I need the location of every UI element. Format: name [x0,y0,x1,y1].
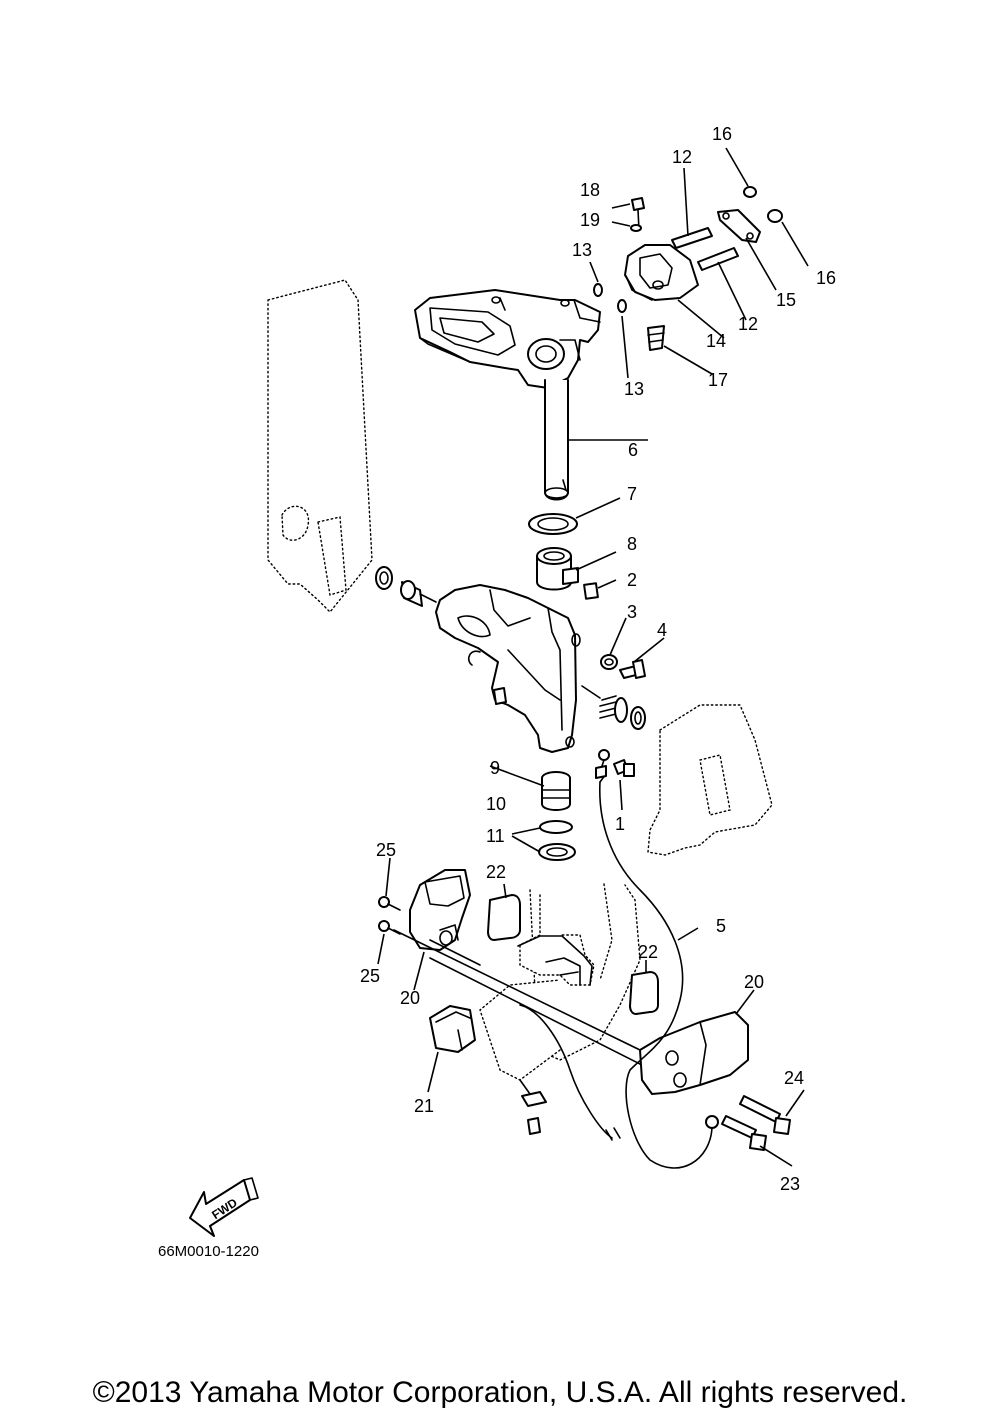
steering-bracket [414,289,601,389]
ground-terminal-upper [595,749,610,783]
callout-3: 3 [627,602,637,622]
callout-22-lower: 22 [638,942,658,962]
thrust-washer [528,513,578,535]
callout-9: 9 [490,758,500,778]
ground-terminal-lower [519,1079,547,1135]
fwd-arrow-icon: FWD [189,1177,259,1237]
washer-19 [630,224,642,232]
grease-nipple [613,759,635,777]
callout-13-upper: 13 [572,240,592,260]
screw-upper [378,896,401,911]
ghost-clamp-bracket-left [267,279,373,614]
ground-lead [519,781,719,1169]
callout-2: 2 [627,570,637,590]
callout-5: 5 [716,916,726,936]
callout-15: 15 [776,290,796,310]
callout-24: 24 [784,1068,804,1088]
steering-shaft [544,379,569,501]
steering-arm-block [624,244,699,301]
bolt-23 [721,1115,767,1151]
callout-16-lower: 16 [816,268,836,288]
callout-22-upper: 22 [486,862,506,882]
bolt-24 [739,1095,791,1135]
washer-13-lower [617,299,627,313]
rubber-mount-b [629,971,659,1015]
return-spring [581,685,646,730]
callout-1: 1 [615,814,625,834]
callout-16-upper: 16 [712,124,732,144]
grease-fitting [647,325,665,351]
swivel-bracket [435,584,581,753]
callout-13-lower: 13 [624,379,644,399]
lower-bushing [541,771,571,811]
stud-bolt-upper [671,227,713,249]
callout-12-upper: 12 [672,147,692,167]
callout-7: 7 [627,484,637,504]
copyright-notice: ©2013 Yamaha Motor Corporation, U.S.A. A… [92,1376,908,1409]
callout-11: 11 [486,826,505,846]
callout-18: 18 [580,180,600,200]
callout-6: 6 [628,440,638,460]
callout-10: 10 [486,794,506,814]
callout-19: 19 [580,210,600,230]
lower-mount-rubber [429,1005,476,1053]
drawing-code: 66M0010-1220 [158,1243,259,1260]
tilt-pin-parts [375,566,437,607]
mount-bracket-left [409,869,471,951]
callout-8: 8 [627,534,637,554]
collar-and-bolt [600,654,646,679]
nut-16-lower [767,209,783,223]
upper-bushing [536,547,579,591]
screw-lower [378,920,401,935]
callout-25-lower: 25 [360,966,380,986]
callout-21: 21 [414,1096,434,1116]
callout-12-lower: 12 [738,314,758,334]
nut-16-upper [743,186,757,198]
small-plate [583,582,599,600]
tie-plate [717,209,761,243]
o-ring [539,820,573,834]
stud-bolt-lower [697,247,739,271]
callout-14: 14 [706,331,726,351]
washer-13-upper [593,283,603,297]
callout-25-upper: 25 [376,840,396,860]
mount-bracket-right [639,1011,749,1095]
callout-labels: 1 2 3 4 5 6 7 8 9 10 11 12 12 13 13 14 1… [360,124,836,1194]
callout-20-left: 20 [400,988,420,1008]
rubber-mount-a [487,894,521,941]
callout-17: 17 [708,370,728,390]
mount-housing [517,894,595,986]
lower-seal [538,843,576,861]
callout-23: 23 [780,1174,800,1194]
ghost-clamp-bracket-right [647,704,773,856]
callout-4: 4 [657,620,667,640]
leader-lines [377,147,809,1167]
callout-20-right: 20 [744,972,764,992]
through-bolt [393,929,641,1065]
